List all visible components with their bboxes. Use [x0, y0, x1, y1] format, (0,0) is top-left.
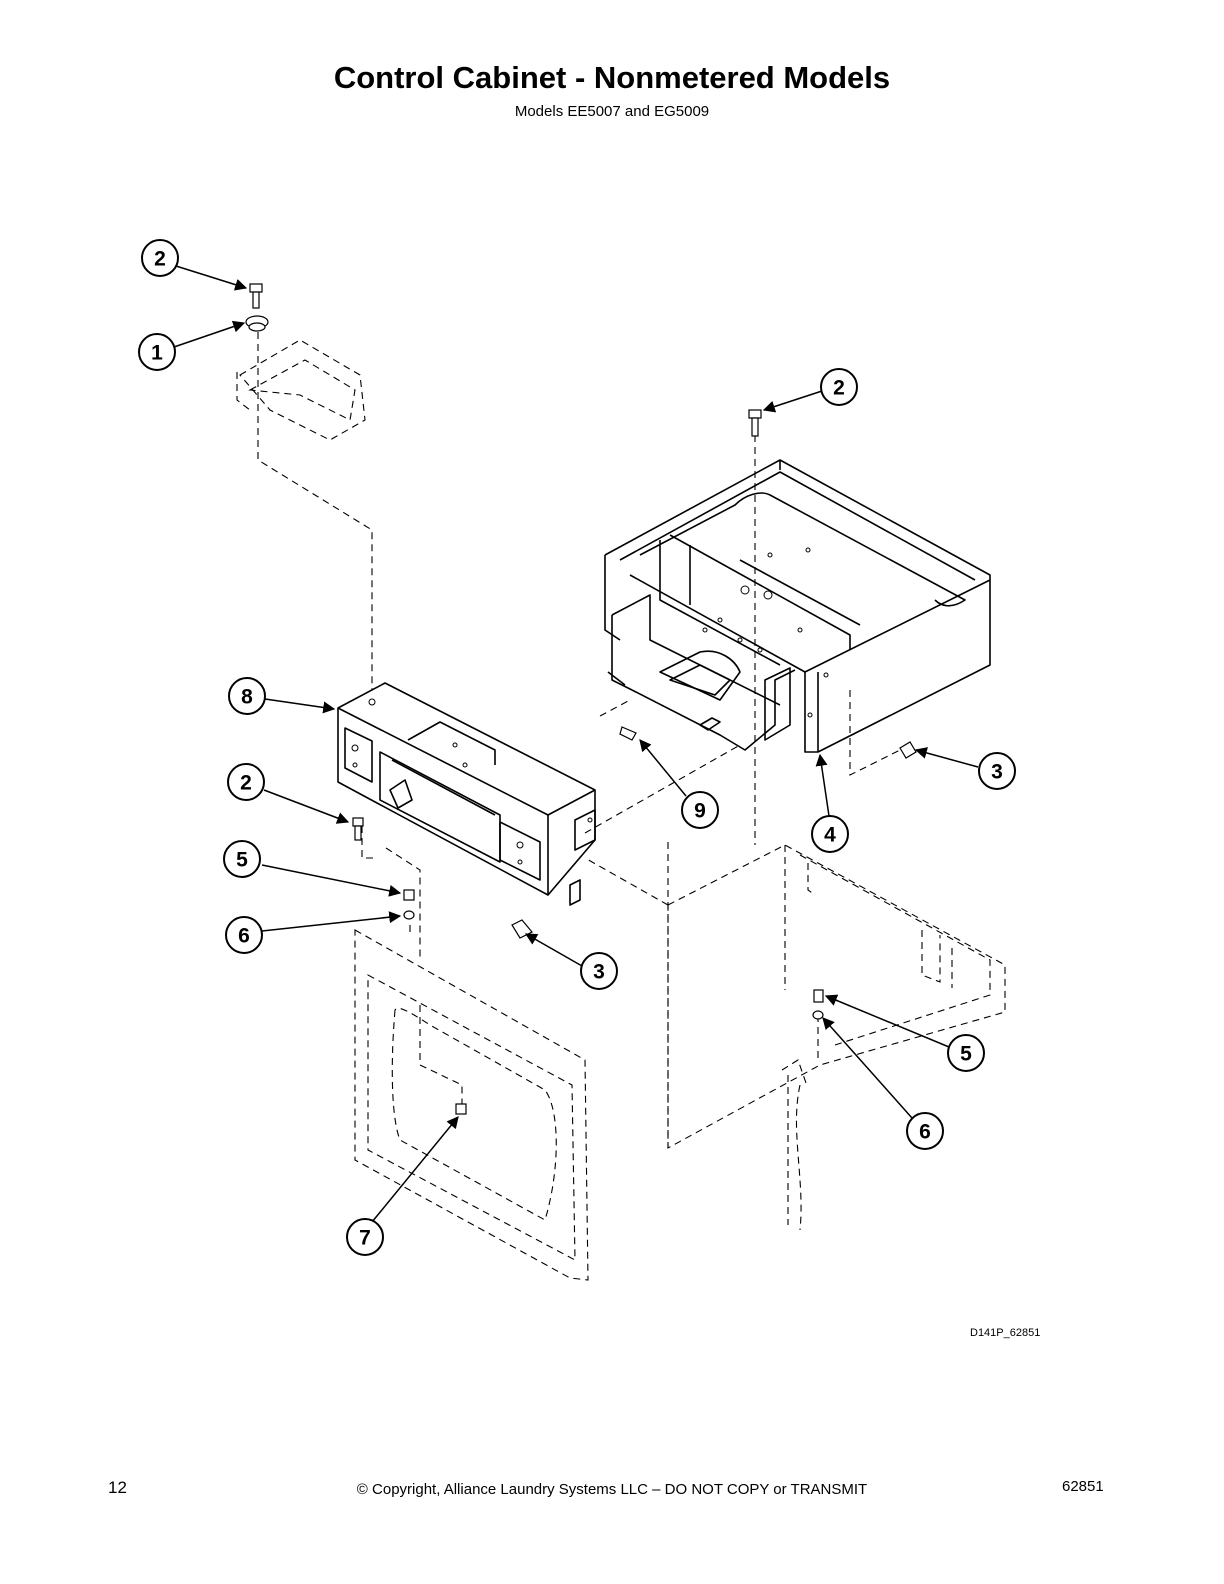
fastener-nut-item6-left [403, 910, 415, 920]
callout-7-label: 7 [359, 1227, 371, 1250]
callout-2-top-right-label: 2 [833, 377, 845, 400]
control-cabinet-assembly [604, 459, 991, 753]
callout-5-right: 5 [947, 1034, 985, 1072]
callout-9: 9 [681, 791, 719, 829]
fastener-screw-item5-right [813, 989, 824, 1003]
callout-6-left: 6 [225, 916, 263, 954]
fastener-screw-panel-left [352, 817, 364, 841]
callout-2-mid-left: 2 [227, 763, 265, 801]
copyright-notice: © Copyright, Alliance Laundry Systems LL… [356, 1481, 868, 1498]
callout-4-label: 4 [824, 824, 836, 847]
page-subtitle: Models EE5007 and EG5009 [514, 103, 710, 120]
callout-5-left-label: 5 [236, 849, 248, 872]
document-number: 62851 [1062, 1478, 1104, 1495]
fastener-screw-item3-right [899, 741, 917, 759]
callout-3-right: 3 [978, 752, 1016, 790]
page-number: 12 [108, 1478, 127, 1497]
callout-6-right-label: 6 [919, 1121, 931, 1144]
callout-1-label: 1 [151, 342, 163, 365]
fastener-nut-item6-right [812, 1010, 824, 1020]
callout-7: 7 [346, 1218, 384, 1256]
fastener-screw-item9 [619, 726, 637, 741]
phantom-front-panel [354, 826, 589, 1281]
phantom-base-cabinet [584, 842, 1006, 1231]
fastener-washer-top-left [245, 315, 269, 332]
callout-2-mid-left-label: 2 [240, 772, 252, 795]
callout-3-right-label: 3 [991, 761, 1003, 784]
callout-3-center: 3 [580, 952, 618, 990]
callout-5-right-label: 5 [960, 1043, 972, 1066]
page-title: Control Cabinet - Nonmetered Models [333, 60, 891, 95]
callout-1: 1 [138, 333, 176, 371]
callout-2-top-left-label: 2 [154, 248, 166, 271]
fastener-clip-item7 [455, 1103, 467, 1115]
fastener-screw-cabinet-top [748, 409, 762, 437]
control-panel-bracket [337, 682, 596, 906]
fastener-screw-item5-left [403, 889, 415, 901]
callout-3-center-label: 3 [593, 961, 605, 984]
phantom-top-left-bracket [236, 332, 373, 690]
fastener-screw-top-left [249, 283, 263, 309]
callout-8-label: 8 [241, 686, 253, 709]
callout-4: 4 [811, 815, 849, 853]
callout-6-right: 6 [906, 1112, 944, 1150]
callout-2-top-left: 2 [141, 239, 179, 277]
phantom-alignment-lines [409, 435, 901, 1060]
callout-5-left: 5 [223, 840, 261, 878]
callout-9-label: 9 [694, 800, 706, 823]
callout-2-top-right: 2 [820, 368, 858, 406]
callout-8: 8 [228, 677, 266, 715]
leader-lines [173, 265, 979, 1223]
callout-6-left-label: 6 [238, 925, 250, 948]
drawing-code: D141P_62851 [970, 1327, 1041, 1339]
